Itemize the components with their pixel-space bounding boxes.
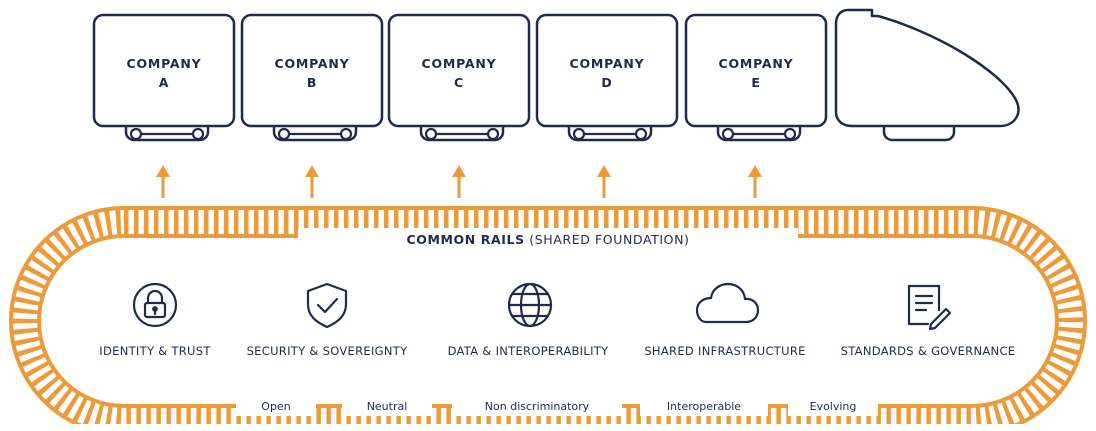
value-interoperable: Interoperable (667, 400, 741, 413)
value-open: Open (261, 400, 290, 413)
car-e-letter: E (751, 75, 760, 90)
cloud-icon (695, 282, 760, 324)
value-panel (640, 396, 768, 416)
pillar-label-standards: STANDARDS & GOVERNANCE (841, 344, 1016, 358)
car-e-label: COMPANY (718, 56, 793, 71)
outer-rail (9, 206, 1087, 431)
rails-title: COMMON RAILS (SHARED FOUNDATION) (406, 232, 689, 247)
train-car-c: COMPANY C (387, 13, 531, 142)
document-icon (907, 284, 952, 331)
car-d-letter: D (601, 75, 612, 90)
train-car-d: COMPANY D (535, 13, 679, 142)
up-arrow-icon (452, 165, 466, 198)
train: COMPANY A COMPANY B COMPANY C (92, 8, 1020, 142)
pillar-label-security: SECURITY & SOVEREIGNTY (247, 344, 408, 358)
locomotive (834, 8, 1020, 142)
rail-sleepers (10, 207, 1086, 431)
pillar-labels: IDENTITY & TRUST SECURITY & SOVEREIGNTY … (99, 344, 1015, 358)
inner-rail (37, 234, 1059, 408)
up-arrow-icon (305, 165, 319, 198)
lock-icon (132, 282, 178, 328)
car-a-label: COMPANY (126, 56, 201, 71)
car-a-letter: A (159, 75, 169, 90)
car-c-label: COMPANY (421, 56, 496, 71)
values-row: Open Neutral Non discriminatory Interope… (236, 396, 878, 416)
pillar-label-infrastructure: SHARED INFRASTRUCTURE (644, 344, 805, 358)
car-b-label: COMPANY (274, 56, 349, 71)
up-arrow-icon (748, 165, 762, 198)
pillar-label-identity: IDENTITY & TRUST (99, 344, 211, 358)
value-panel (236, 396, 316, 416)
globe-icon (507, 282, 553, 328)
pillar-label-data: DATA & INTEROPERABILITY (448, 344, 610, 358)
up-arrow-icon (156, 165, 170, 198)
rails-title-panel (298, 228, 798, 250)
value-panel (342, 396, 432, 416)
value-neutral: Neutral (367, 400, 408, 413)
train-car-b: COMPANY B (240, 13, 384, 142)
car-d-label: COMPANY (569, 56, 644, 71)
value-panel (452, 396, 622, 416)
train-car-a: COMPANY A (92, 13, 236, 142)
arrows (156, 165, 762, 198)
shield-check-icon (306, 282, 348, 329)
value-panel (788, 396, 878, 416)
car-b-letter: B (307, 75, 317, 90)
train-car-e: COMPANY E (684, 13, 828, 142)
up-arrow-icon (597, 165, 611, 198)
value-evolving: Evolving (810, 400, 857, 413)
pillars (132, 282, 952, 331)
value-non-discriminatory: Non discriminatory (485, 400, 590, 413)
car-c-letter: C (454, 75, 464, 90)
